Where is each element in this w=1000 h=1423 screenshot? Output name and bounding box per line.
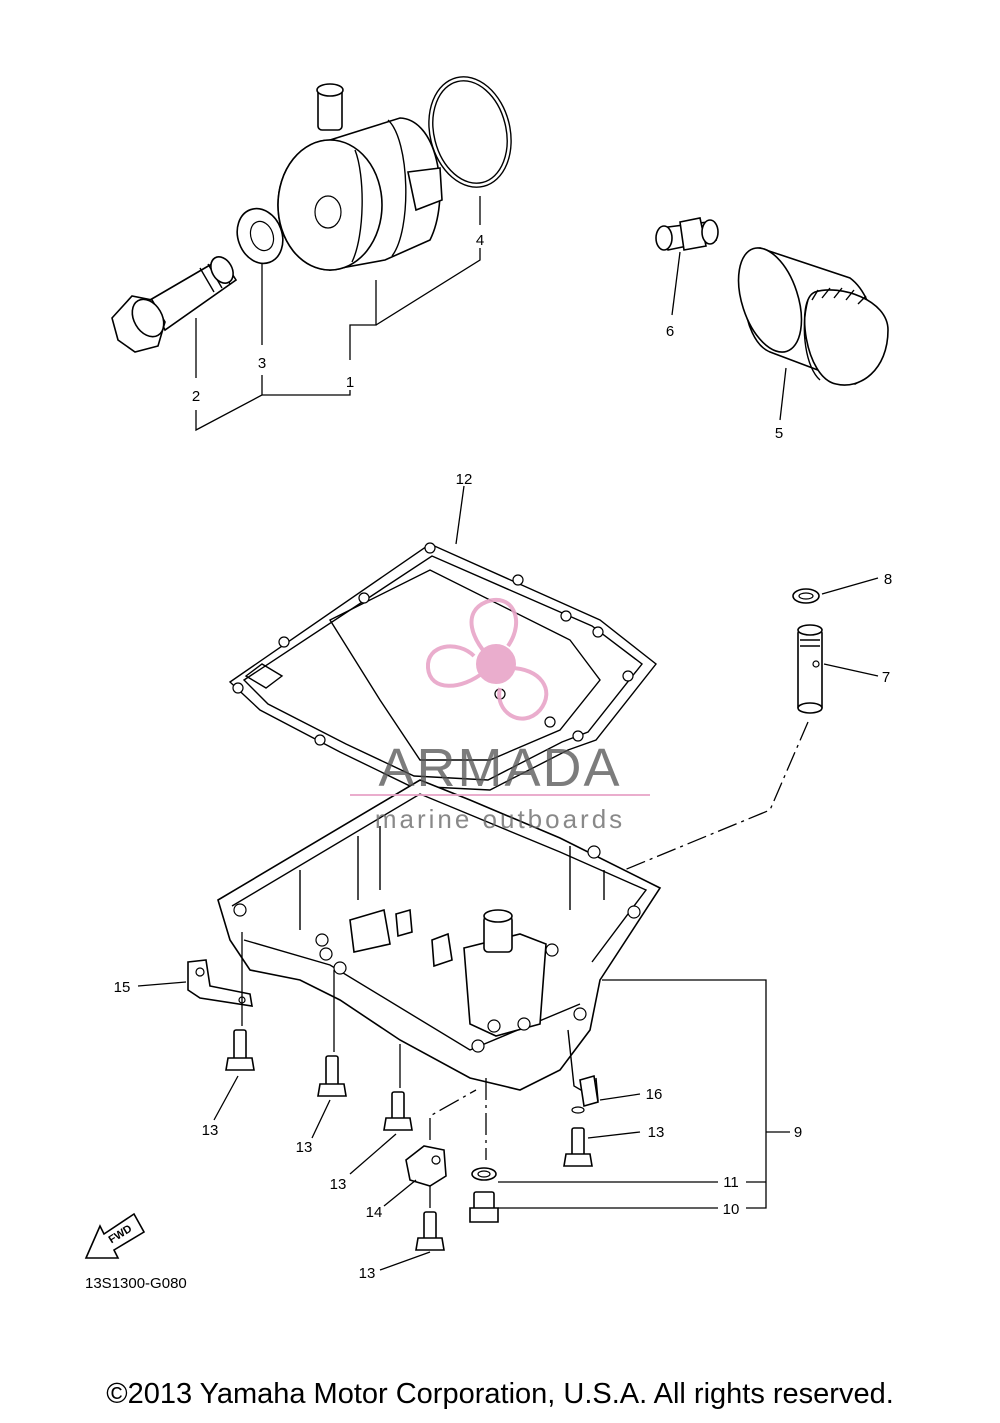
copyright-notice: ©2013 Yamaha Motor Corporation, U.S.A. A…: [106, 1378, 894, 1410]
o-ring-part-4[interactable]: [418, 68, 523, 196]
callout-labels: 1 2 3 4 5 6 7 8 9 10 11 12 13 13 13 13 1…: [114, 232, 893, 1282]
callout-16: 16: [646, 1086, 663, 1103]
callout-1: 1: [346, 374, 354, 391]
callout-11: 11: [723, 1174, 739, 1191]
callout-10: 10: [723, 1201, 740, 1218]
watermark-name: ARMADA: [378, 738, 621, 798]
callout-13-c: 13: [330, 1176, 347, 1193]
callout-2: 2: [192, 388, 200, 405]
gasket-part-12[interactable]: [228, 542, 657, 791]
fwd-arrow-icon: FWD: [84, 1212, 146, 1259]
diagram-code: 13S1300-G080: [85, 1275, 187, 1292]
oil-pan-part-9[interactable]: [217, 779, 662, 1102]
callout-15: 15: [114, 979, 131, 996]
watermark-tagline: marine outboards: [375, 804, 625, 834]
union-bolt-part-2[interactable]: [111, 253, 238, 353]
propeller-logo-icon: [425, 598, 549, 721]
armada-logo: ARMADA marine outboards: [350, 598, 650, 834]
callout-6: 6: [666, 323, 674, 340]
drain-bolt-part-10[interactable]: [469, 1191, 499, 1223]
callout-13-d: 13: [648, 1124, 665, 1141]
bolt-part-13-c[interactable]: [383, 1091, 413, 1131]
bracket-part-15[interactable]: [187, 959, 253, 1007]
oil-filter-part-5[interactable]: [727, 240, 889, 386]
damper-part-14[interactable]: [405, 1145, 447, 1187]
leader-lines-bottom: [137, 932, 790, 1271]
callout-13-e: 13: [359, 1265, 376, 1282]
callout-9: 9: [794, 1124, 802, 1141]
callout-12: 12: [456, 471, 473, 488]
callout-13-b: 13: [296, 1139, 313, 1156]
bolt-part-13-d[interactable]: [563, 1127, 593, 1167]
bolt-part-13-b[interactable]: [317, 1055, 347, 1097]
bolt-part-13-e[interactable]: [415, 1211, 445, 1251]
watermark-rule: [350, 794, 650, 796]
callout-5: 5: [775, 425, 783, 442]
callout-7: 7: [882, 669, 890, 686]
leader-lines-top: [195, 196, 787, 432]
callout-4: 4: [476, 232, 484, 249]
callout-3: 3: [258, 355, 266, 372]
plug-part-7[interactable]: [797, 624, 823, 714]
callout-14: 14: [366, 1204, 383, 1221]
fitting-part-6[interactable]: [655, 217, 719, 251]
callout-13-a: 13: [202, 1122, 219, 1139]
washer-part-3[interactable]: [230, 202, 290, 270]
callout-8: 8: [884, 571, 892, 588]
bolt-part-13-a[interactable]: [225, 1029, 255, 1071]
pin-part-16[interactable]: [571, 1074, 599, 1114]
oil-cooler-part-1[interactable]: [277, 83, 443, 271]
